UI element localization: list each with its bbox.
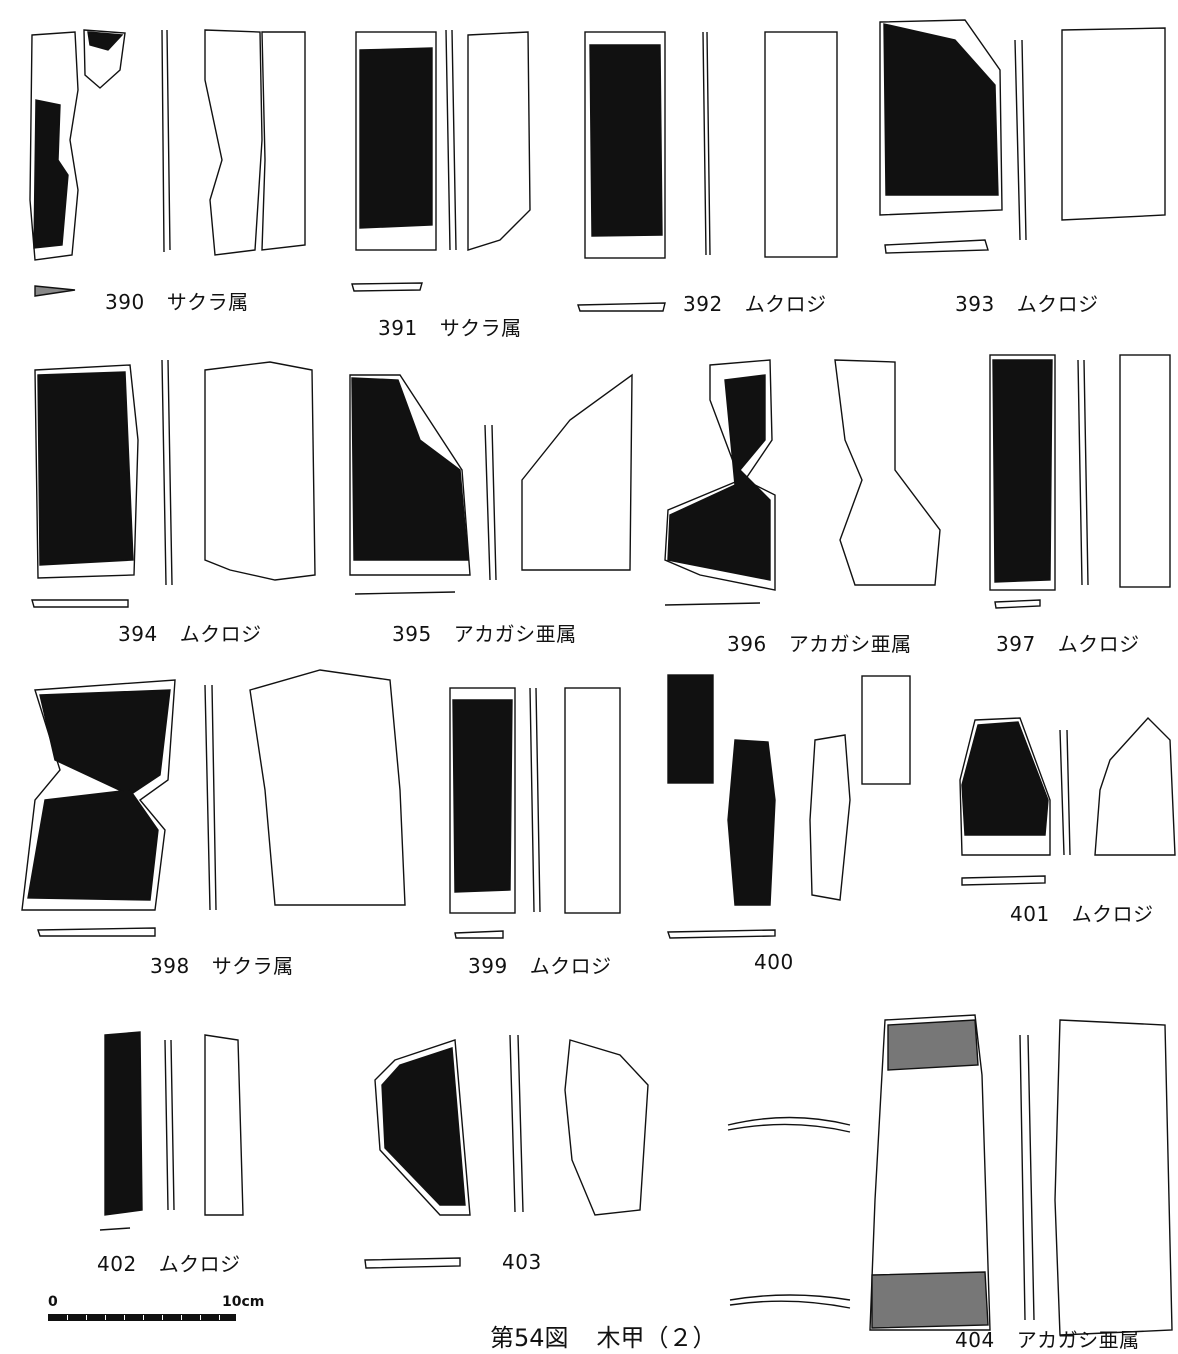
label-402: 402 ムクロジ bbox=[97, 1248, 241, 1277]
label-402-number: 402 bbox=[97, 1252, 137, 1276]
label-394-species: ムクロジ bbox=[179, 622, 262, 646]
label-399: 399 ムクロジ bbox=[468, 950, 612, 979]
label-391-number: 391 bbox=[378, 316, 418, 340]
artifact-398-drawing bbox=[21, 669, 406, 937]
label-390-number: 390 bbox=[105, 290, 145, 314]
label-395-species: アカガシ亜属 bbox=[453, 622, 577, 646]
figure-caption: 第54図木甲（２） bbox=[490, 1318, 717, 1353]
label-398-number: 398 bbox=[150, 954, 190, 978]
artifact-393-drawing bbox=[879, 19, 1166, 254]
label-403: 403 bbox=[502, 1250, 564, 1274]
label-393-number: 393 bbox=[955, 292, 995, 316]
artifact-394-drawing bbox=[31, 359, 316, 608]
artifact-395-drawing bbox=[349, 373, 633, 595]
label-392: 392 ムクロジ bbox=[683, 288, 827, 317]
label-396-number: 396 bbox=[727, 632, 767, 656]
label-399-species: ムクロジ bbox=[529, 954, 612, 978]
artifact-390-drawing bbox=[29, 29, 306, 297]
label-393-species: ムクロジ bbox=[1016, 292, 1099, 316]
label-391-species: サクラ属 bbox=[439, 316, 522, 340]
figure-number: 第54図 bbox=[490, 1324, 569, 1352]
scale-end-label: 10cm bbox=[222, 1294, 265, 1310]
label-404-number: 404 bbox=[955, 1328, 995, 1352]
scale-bar: 0 10cm bbox=[48, 1294, 264, 1330]
artifact-403-drawing bbox=[364, 1034, 649, 1269]
label-395-number: 395 bbox=[392, 622, 432, 646]
label-404-species: アカガシ亜属 bbox=[1016, 1328, 1140, 1352]
label-394: 394 ムクロジ bbox=[118, 618, 262, 647]
artifact-399-drawing bbox=[449, 687, 621, 939]
artifact-400-drawing bbox=[667, 674, 911, 939]
label-397: 397 ムクロジ bbox=[996, 628, 1140, 657]
label-400: 400 bbox=[754, 950, 816, 974]
artifact-392-drawing bbox=[577, 31, 838, 312]
label-398: 398 サクラ属 bbox=[150, 950, 294, 979]
label-391: 391 サクラ属 bbox=[378, 312, 522, 341]
label-401-species: ムクロジ bbox=[1071, 902, 1154, 926]
scale-bar-line bbox=[48, 1314, 236, 1321]
label-395: 395 アカガシ亜属 bbox=[392, 618, 577, 647]
label-399-number: 399 bbox=[468, 954, 508, 978]
scale-start-label: 0 bbox=[48, 1294, 58, 1310]
artifact-401-drawing bbox=[959, 716, 1176, 886]
artifact-402-drawing bbox=[99, 1031, 244, 1231]
label-392-number: 392 bbox=[683, 292, 723, 316]
artifact-396-drawing bbox=[664, 359, 941, 606]
label-404: 404 アカガシ亜属 bbox=[955, 1324, 1140, 1353]
label-398-species: サクラ属 bbox=[211, 954, 294, 978]
label-390: 390 サクラ属 bbox=[105, 286, 249, 315]
label-396: 396 アカガシ亜属 bbox=[727, 628, 912, 657]
label-402-species: ムクロジ bbox=[158, 1252, 241, 1276]
artifact-404-drawing bbox=[727, 1014, 1173, 1336]
label-396-species: アカガシ亜属 bbox=[788, 632, 912, 656]
label-394-number: 394 bbox=[118, 622, 158, 646]
artifact-391-drawing bbox=[351, 29, 531, 292]
figure-title: 木甲（２） bbox=[596, 1324, 717, 1352]
label-397-number: 397 bbox=[996, 632, 1036, 656]
label-401: 401 ムクロジ bbox=[1010, 898, 1154, 927]
label-400-number: 400 bbox=[754, 950, 794, 974]
label-393: 393 ムクロジ bbox=[955, 288, 1099, 317]
label-390-species: サクラ属 bbox=[166, 290, 249, 314]
label-397-species: ムクロジ bbox=[1057, 632, 1140, 656]
label-403-number: 403 bbox=[502, 1250, 542, 1274]
artifact-397-drawing bbox=[989, 354, 1171, 609]
label-392-species: ムクロジ bbox=[744, 292, 827, 316]
label-401-number: 401 bbox=[1010, 902, 1050, 926]
